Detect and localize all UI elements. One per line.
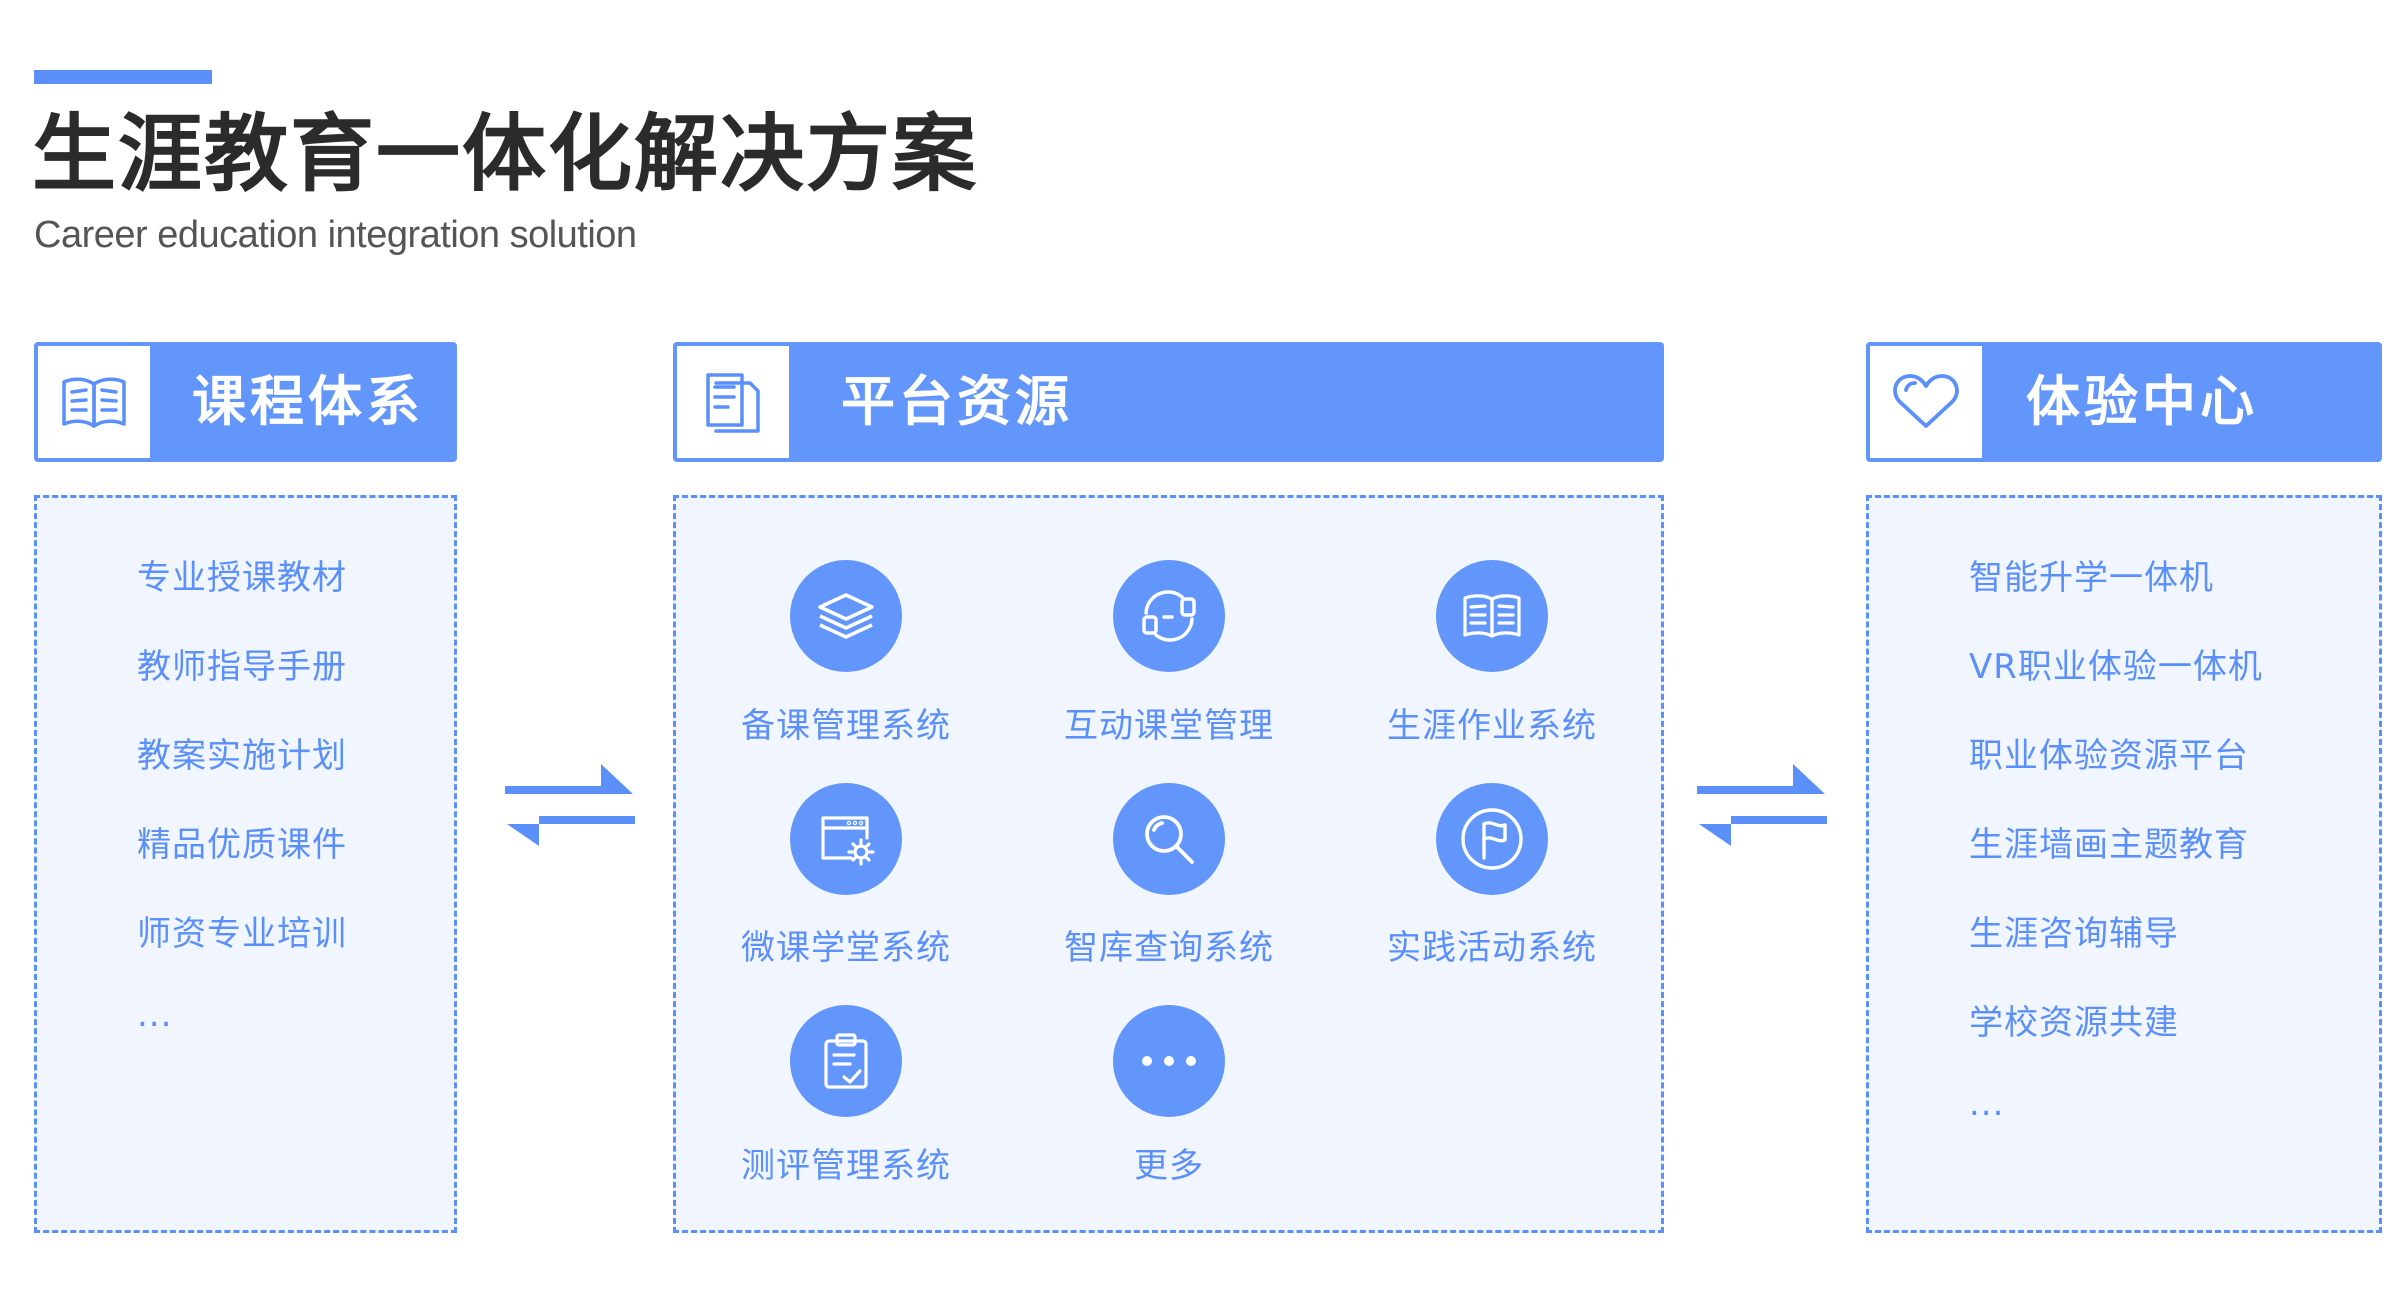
assessment-management-label: 测评管理系统	[741, 1146, 951, 1186]
homework-system-label: 生涯作业系统	[1387, 706, 1597, 746]
book-icon	[62, 377, 126, 428]
search-icon	[1145, 815, 1194, 864]
course-item: 精品优质课件	[137, 825, 347, 865]
page-title: 生涯教育一体化解决方案	[32, 105, 979, 203]
interactive-classroom-button[interactable]	[1113, 560, 1225, 672]
platform-resources-header: 平台资源	[673, 342, 1664, 462]
think-tank-search-button[interactable]	[1113, 783, 1225, 895]
homework-system-button[interactable]	[1436, 560, 1548, 672]
course-item: ...	[137, 995, 173, 1035]
clipboard-check-icon	[824, 1033, 868, 1089]
title-accent-bar	[34, 70, 212, 84]
platform-resources-title: 平台资源	[841, 370, 1073, 433]
experience-center-panel: 智能升学一体机 VR职业体验一体机 职业体验资源平台 生涯墙画主题教育 生涯咨询…	[1866, 495, 2382, 1233]
open-book-icon	[1463, 594, 1521, 638]
lesson-prep-button[interactable]	[790, 560, 902, 672]
platform-resources-panel: 备课管理系统 互动课堂管理 生涯作业系统	[673, 495, 1664, 1233]
experience-center-header: 体验中心	[1866, 342, 2382, 462]
interaction-icon	[1142, 590, 1196, 642]
experience-item: 智能升学一体机	[1969, 558, 2214, 598]
course-icon-box	[38, 346, 150, 458]
practice-activity-button[interactable]	[1436, 783, 1548, 895]
experience-item: ...	[1969, 1084, 2005, 1124]
layers-icon	[818, 593, 874, 639]
lesson-prep-label: 备课管理系统	[741, 706, 951, 746]
course-system-panel: 专业授课教材 教师指导手册 教案实施计划 精品优质课件 师资专业培训 ...	[34, 495, 457, 1233]
course-item: 教案实施计划	[137, 736, 347, 776]
micro-course-button[interactable]	[790, 783, 902, 895]
experience-item: 职业体验资源平台	[1969, 736, 2249, 776]
micro-course-label: 微课学堂系统	[741, 928, 951, 968]
experience-item: VR职业体验一体机	[1969, 647, 2263, 687]
experience-item: 生涯墙画主题教育	[1969, 825, 2249, 865]
browser-gear-icon	[821, 816, 875, 866]
course-item: 师资专业培训	[137, 914, 347, 954]
more-icon	[1142, 1056, 1196, 1066]
course-item: 教师指导手册	[137, 647, 347, 687]
platform-icon-box	[677, 346, 789, 458]
course-item: 专业授课教材	[137, 558, 347, 598]
course-system-title: 课程体系	[192, 370, 424, 433]
exchange-arrows-icon	[505, 764, 635, 846]
page-subtitle: Career education integration solution	[34, 214, 637, 256]
assessment-management-button[interactable]	[790, 1005, 902, 1117]
experience-item: 生涯咨询辅导	[1969, 914, 2179, 954]
practice-activity-label: 实践活动系统	[1387, 928, 1597, 968]
document-icon	[706, 373, 760, 433]
flag-icon	[1461, 808, 1523, 870]
interactive-classroom-label: 互动课堂管理	[1064, 706, 1274, 746]
experience-center-title: 体验中心	[2026, 370, 2258, 433]
heart-icon	[1893, 374, 1959, 428]
think-tank-search-label: 智库查询系统	[1064, 928, 1274, 968]
experience-icon-box	[1870, 346, 1982, 458]
more-button[interactable]	[1113, 1005, 1225, 1117]
experience-item: 学校资源共建	[1969, 1003, 2179, 1043]
more-label: 更多	[1134, 1146, 1204, 1186]
exchange-arrows-icon	[1697, 764, 1827, 846]
course-system-header: 课程体系	[34, 342, 457, 462]
